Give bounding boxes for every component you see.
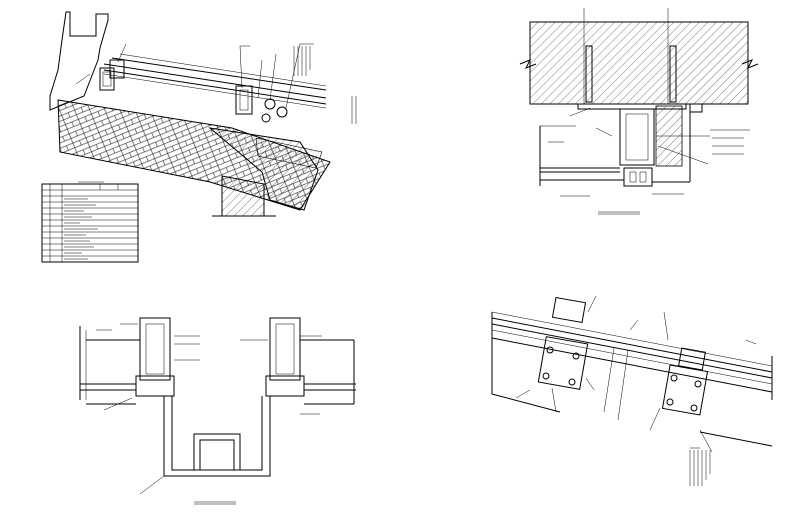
mullion-base: [623, 167, 653, 187]
detail-d-sloped-bracket: [491, 295, 773, 486]
table-frame: [41, 183, 139, 263]
detail-b-leaders: [548, 107, 750, 197]
detail-a-leaders: [75, 43, 314, 109]
sloped-rails: [491, 311, 773, 393]
bracket-d-left-plate: [537, 336, 589, 390]
mullion-box: [619, 108, 655, 166]
mullion-right-base: [265, 375, 305, 397]
detail-a-note-stack: [293, 46, 311, 76]
table-rows: [42, 184, 138, 262]
u-channel-profile: [163, 396, 271, 477]
mullion-left-base: [135, 375, 175, 397]
detail-d-note-stack: [689, 450, 711, 486]
bracket-connector-left: [99, 59, 125, 91]
brick-wall-sloped: [57, 99, 331, 211]
insulation-infill: [255, 137, 323, 169]
break-mark-left: [519, 59, 537, 69]
detail-b-beam-section: [519, 8, 759, 215]
material-legend-table: [41, 181, 139, 263]
sloped-roof-lines: [103, 53, 327, 109]
table-cell-marks: [64, 198, 98, 260]
detail-a-sloped-section: [49, 11, 357, 217]
bracket-d-top: [551, 296, 587, 324]
mullion-left: [139, 317, 171, 381]
anchor-bar-left: [585, 45, 593, 103]
parapet-outline: [49, 11, 109, 111]
mullion-right: [269, 317, 301, 381]
bracket-connector-right: [235, 85, 288, 123]
side-cap: [689, 103, 703, 113]
detail-c-leaders: [96, 323, 322, 495]
break-mark-right: [741, 59, 759, 69]
bracket-d-right-plate: [661, 364, 709, 416]
concrete-slab-hatched: [529, 21, 749, 105]
anchor-bar-right: [669, 45, 677, 103]
detail-d-leaders: [515, 295, 757, 453]
detail-c-mullion-section: [79, 317, 356, 505]
